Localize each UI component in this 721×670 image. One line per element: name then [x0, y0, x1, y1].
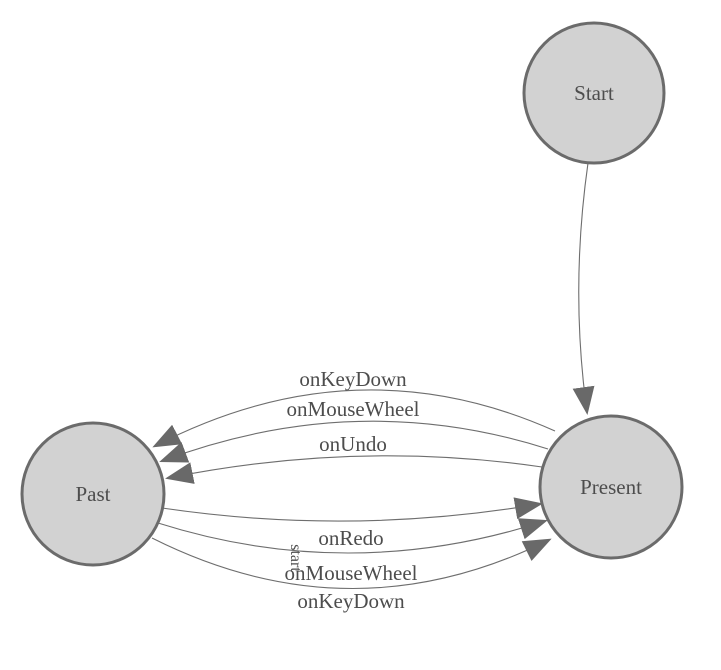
edge-onundo-to-past-label: onUndo [319, 432, 387, 456]
state-node-start-circle [522, 21, 666, 165]
edge-onkeydown-to-past-label: onKeyDown [299, 367, 407, 391]
edge-onredo-to-present-label: onRedo [318, 526, 383, 550]
edge-onmousewheel-to-present-path [157, 518, 548, 554]
state-node-present: Present [538, 414, 684, 560]
state-node-present-label: Present [580, 475, 642, 499]
state-node-past-circle [20, 421, 166, 567]
edge-onredo-to-present-path [161, 497, 543, 522]
state-node-start: Start [522, 21, 666, 165]
edge-onmousewheel-to-past-label: onMouseWheel [287, 397, 420, 421]
edge-onkeydown-to-past-path [152, 389, 556, 448]
edge-onmousewheel-to-past-path [159, 420, 549, 463]
state-node-start-label: Start [574, 81, 614, 105]
state-node-past: Past [20, 421, 166, 567]
state-node-present-circle [538, 414, 684, 560]
edge-start-label: start [287, 544, 304, 572]
edge-onmousewheel-to-present-label: onMouseWheel [285, 561, 418, 585]
state-node-past-label: Past [75, 482, 110, 506]
edge-onundo-to-past-path [165, 455, 543, 484]
edge-onkeydown-to-present-path [151, 537, 552, 589]
edge-onkeydown-to-present-label: onKeyDown [297, 589, 405, 613]
edge-start-to-present-path [572, 162, 595, 415]
